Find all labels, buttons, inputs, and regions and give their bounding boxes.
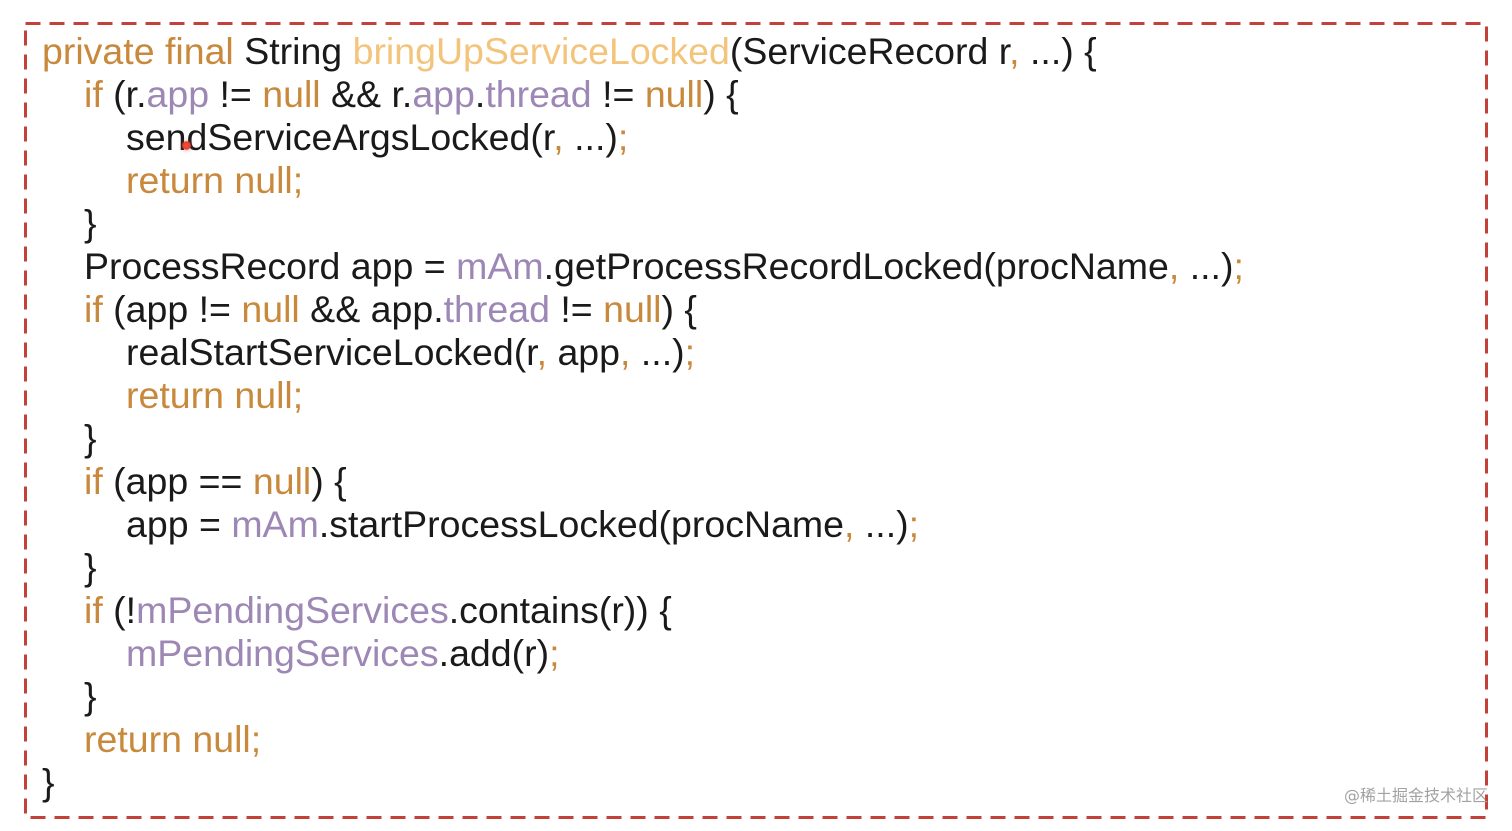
code-block: private final String bringUpServiceLocke… xyxy=(42,30,1244,804)
code-line: sendServiceArgsLocked(r, ...); xyxy=(42,116,1244,159)
code-line: return null; xyxy=(42,374,1244,417)
code-token-plain: } xyxy=(84,202,97,244)
code-token-keyword: ; xyxy=(908,503,920,545)
code-line: if (app == null) { xyxy=(42,460,1244,503)
code-line: } xyxy=(42,202,1244,245)
code-token-keyword: ; xyxy=(617,116,629,158)
code-token-keyword: , xyxy=(536,331,548,373)
code-token-keyword: if xyxy=(84,73,103,115)
code-token-field: mAm xyxy=(231,503,319,545)
code-token-field: thread xyxy=(443,288,550,330)
code-token-keyword: private final xyxy=(42,30,234,72)
code-token-keyword: , xyxy=(844,503,855,545)
code-token-plain: realStartServiceLocked(r xyxy=(126,331,537,373)
code-token-field: mAm xyxy=(456,245,544,287)
code-line: } xyxy=(42,675,1244,718)
code-token-plain: String xyxy=(233,30,353,72)
code-token-plain: != xyxy=(209,73,263,115)
code-token-keyword: if xyxy=(84,589,103,631)
code-token-plain: && app. xyxy=(299,288,444,330)
code-token-field: mPendingServices xyxy=(136,589,449,631)
code-token-keyword: if xyxy=(84,460,103,502)
code-token-keyword: , xyxy=(1009,30,1020,72)
code-line: } xyxy=(42,417,1244,460)
code-line: ProcessRecord app = mAm.getProcessRecord… xyxy=(42,245,1244,288)
code-token-method: bringUpServiceLocked xyxy=(352,30,730,72)
code-token-plain: (ServiceRecord r xyxy=(729,30,1010,72)
code-token-plain: != xyxy=(549,288,604,330)
code-token-plain: } xyxy=(84,546,97,588)
code-token-plain: ProcessRecord app = xyxy=(84,245,457,287)
code-line: realStartServiceLocked(r, app, ...); xyxy=(42,331,1244,374)
code-token-plain: ...) xyxy=(630,331,685,373)
code-token-keyword: null xyxy=(644,73,704,115)
code-token-plain: ...) xyxy=(854,503,909,545)
code-token-plain: ...) xyxy=(563,116,618,158)
code-token-field: thread xyxy=(485,73,592,115)
code-token-field: app xyxy=(412,73,475,115)
code-line: if (!mPendingServices.contains(r)) { xyxy=(42,589,1244,632)
code-token-plain: app = xyxy=(126,503,232,545)
code-token-plain: (app != xyxy=(102,288,242,330)
code-token-plain: . xyxy=(474,73,486,115)
code-token-keyword: null xyxy=(252,460,312,502)
code-token-plain: ) { xyxy=(311,460,347,502)
code-token-plain: app xyxy=(547,331,621,373)
code-token-plain: (app == xyxy=(102,460,253,502)
code-token-keyword: return null; xyxy=(126,159,304,201)
code-token-plain: .add(r) xyxy=(438,632,550,674)
code-token-plain: .startProcessLocked(procName xyxy=(318,503,845,545)
code-token-plain: (! xyxy=(102,589,137,631)
code-line: return null; xyxy=(42,718,1244,761)
code-token-plain: } xyxy=(84,675,97,717)
code-token-field: mPendingServices xyxy=(126,632,439,674)
code-token-plain: != xyxy=(591,73,645,115)
code-token-keyword: ; xyxy=(684,331,696,373)
code-token-plain: && r. xyxy=(320,73,413,115)
code-token-keyword: null xyxy=(603,288,662,330)
code-token-plain: ...) xyxy=(1179,245,1234,287)
code-token-plain: ) { xyxy=(661,288,697,330)
code-token-plain: } xyxy=(84,417,97,459)
code-token-plain: ) { xyxy=(703,73,739,115)
code-token-keyword: , xyxy=(553,116,564,158)
code-token-keyword: ; xyxy=(549,632,560,674)
code-token-plain: .getProcessRecordLocked(procName xyxy=(543,245,1169,287)
code-token-keyword: if xyxy=(84,288,103,330)
laser-pointer-dot xyxy=(182,141,191,150)
code-line: } xyxy=(42,546,1244,589)
code-line: } xyxy=(42,761,1244,804)
code-token-keyword: return null; xyxy=(84,718,262,760)
code-token-plain: ...) { xyxy=(1019,30,1097,72)
code-line: mPendingServices.add(r); xyxy=(42,632,1244,675)
code-token-plain: sendServiceArgsLocked(r xyxy=(126,116,554,158)
code-token-keyword: , xyxy=(1168,245,1180,287)
code-token-keyword: , xyxy=(620,331,631,373)
code-token-keyword: return null; xyxy=(126,374,304,416)
code-token-plain: (r. xyxy=(102,73,147,115)
code-token-field: app xyxy=(146,73,210,115)
code-token-plain: } xyxy=(42,761,55,803)
code-token-keyword: null xyxy=(262,73,321,115)
code-line: private final String bringUpServiceLocke… xyxy=(42,30,1244,73)
code-token-plain: .contains(r)) { xyxy=(448,589,672,631)
code-line: return null; xyxy=(42,159,1244,202)
code-line: if (app != null && app.thread != null) { xyxy=(42,288,1244,331)
code-line: app = mAm.startProcessLocked(procName, .… xyxy=(42,503,1244,546)
code-token-keyword: null xyxy=(241,288,300,330)
code-token-keyword: ; xyxy=(1233,245,1244,287)
code-line: if (r.app != null && r.app.thread != nul… xyxy=(42,73,1244,116)
watermark: @稀土掘金技术社区 xyxy=(1343,786,1488,805)
